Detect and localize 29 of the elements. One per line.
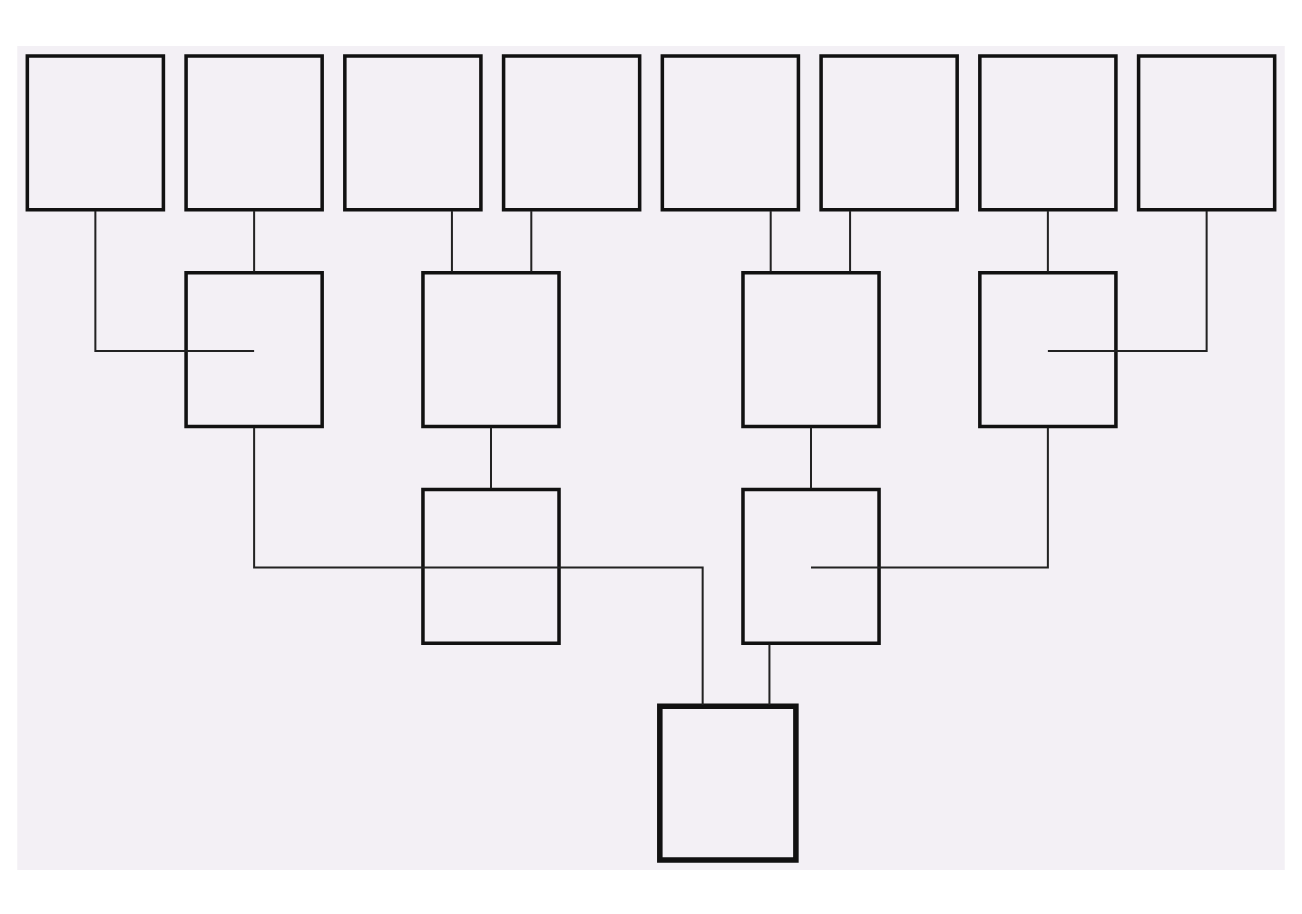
node-box <box>741 270 881 428</box>
node-box <box>741 486 881 644</box>
connector <box>490 426 492 488</box>
node-box <box>25 53 166 211</box>
connector <box>811 426 1049 568</box>
node-box <box>421 270 561 428</box>
connector <box>530 210 533 271</box>
node-box <box>819 53 959 211</box>
node-box <box>421 486 561 644</box>
connector <box>94 210 255 351</box>
connector <box>491 565 704 704</box>
connector <box>769 210 772 271</box>
node-box <box>657 702 799 862</box>
connector <box>768 643 771 704</box>
connector <box>849 210 852 271</box>
connector <box>1046 210 1049 271</box>
connector <box>253 426 491 568</box>
node-box <box>501 53 642 211</box>
node-box <box>978 270 1118 428</box>
connector <box>810 426 812 488</box>
connector <box>450 210 453 271</box>
node-box <box>660 53 801 211</box>
node-box <box>978 53 1118 211</box>
node-box <box>184 270 324 428</box>
node-box <box>1136 53 1277 211</box>
node-box <box>343 53 483 211</box>
connector <box>253 210 256 271</box>
connector <box>1047 210 1208 351</box>
node-box <box>184 53 324 211</box>
